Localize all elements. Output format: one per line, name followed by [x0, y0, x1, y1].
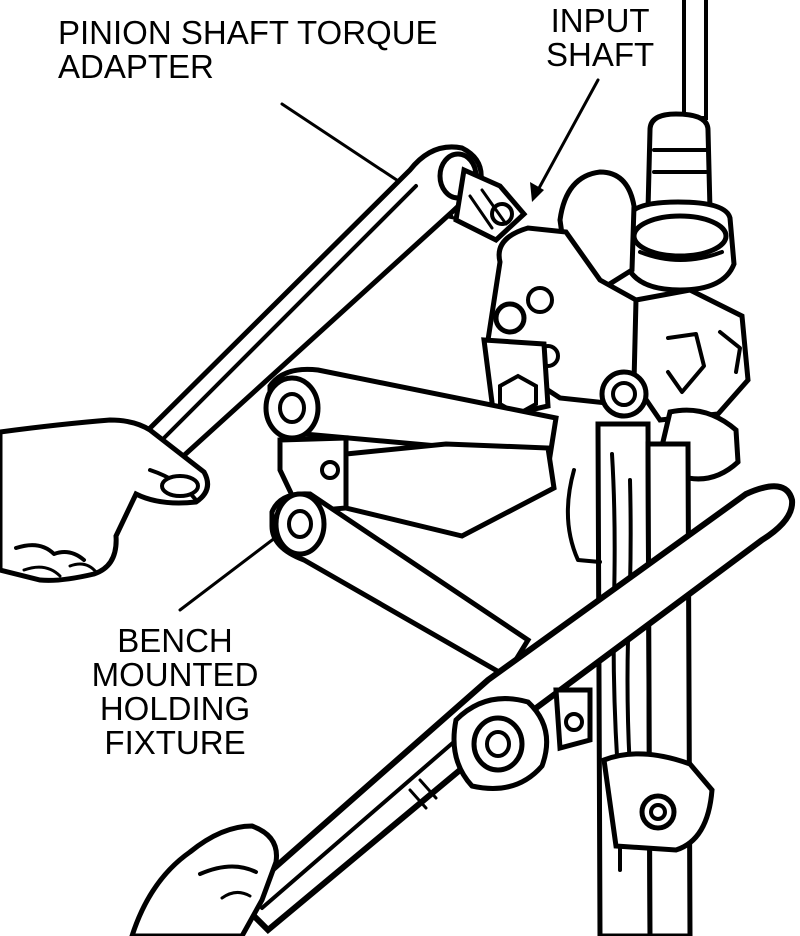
lower-hand [129, 823, 279, 936]
leader-input-shaft [536, 78, 600, 192]
callout-input-line-1: INPUT [550, 2, 650, 39]
callout-input-line-2: SHAFT [546, 36, 655, 73]
callout-bench-line-3: HOLDING [99, 690, 251, 727]
holding-fixture [263, 366, 559, 680]
pinion-wrench [128, 144, 528, 474]
upper-hand [0, 417, 211, 583]
callout-pinion-shaft-torque-adapter: PINION SHAFT TORQUE ADAPTER [58, 16, 438, 84]
arrow-input-shaft [530, 182, 544, 202]
callout-pinion-line-2: ADAPTER [58, 48, 214, 85]
callout-bench-line-1: BENCH [117, 622, 233, 659]
callout-bench-mounted-holding-fixture: BENCH MOUNTED HOLDING FIXTURE [80, 624, 270, 760]
callout-bench-line-2: MOUNTED [91, 656, 259, 693]
lower-wrench [233, 483, 796, 935]
valve-housing [481, 169, 751, 482]
input-shaft [623, 0, 737, 293]
callout-pinion-line-1: PINION SHAFT TORQUE [58, 14, 438, 51]
callout-bench-line-4: FIXTURE [104, 724, 246, 761]
rack-housing [565, 421, 715, 936]
leader-holding-fixture [178, 526, 290, 612]
callout-input-shaft: INPUT SHAFT [546, 4, 654, 72]
